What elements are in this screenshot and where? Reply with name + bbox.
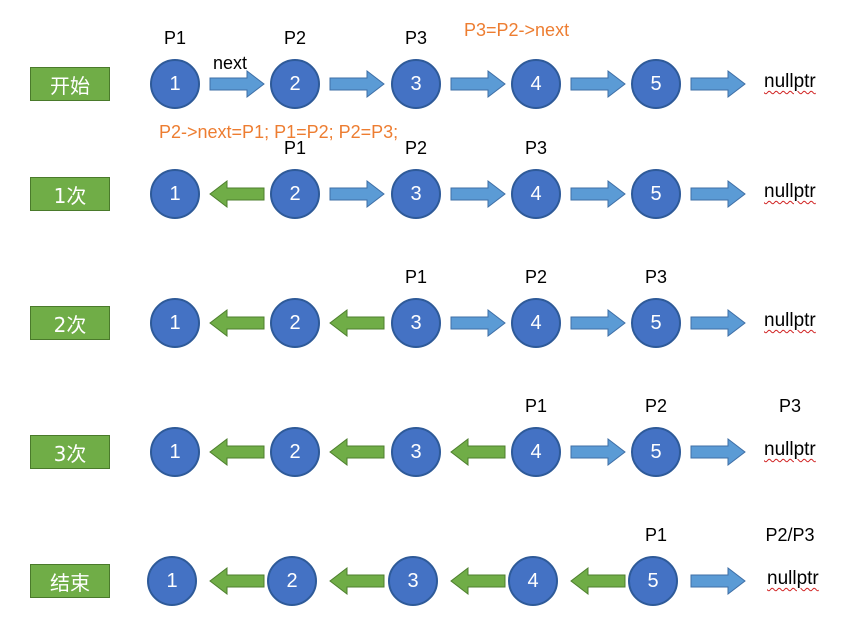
next-arrow-forward-icon [570, 70, 626, 98]
nullptr-label: nullptr [764, 439, 816, 460]
pointer-label-p3: P3 [644, 267, 668, 287]
next-arrow-forward-icon [570, 309, 626, 337]
list-node-1: 1 [150, 298, 200, 348]
pointer-label-p1: P1 [283, 138, 307, 158]
row-label-0: 开始 [30, 67, 110, 101]
next-arrow-forward-icon [690, 309, 746, 337]
next-arrow-forward-icon [329, 180, 385, 208]
pointer-label-p2: P2 [524, 267, 548, 287]
list-node-2: 2 [270, 59, 320, 109]
nullptr-label: nullptr [764, 310, 816, 331]
row-label-2: 2次 [30, 306, 110, 340]
pointer-label-p3: P3 [778, 396, 802, 416]
next-arrow-backward-icon [209, 309, 265, 337]
list-node-4: 4 [508, 556, 558, 606]
list-node-5: 5 [628, 556, 678, 606]
nullptr-label: nullptr [764, 181, 816, 202]
list-node-5: 5 [631, 59, 681, 109]
pointer-label-p3: P3 [524, 138, 548, 158]
note-p3-assign: P3=P2->next [464, 20, 570, 40]
nullptr-label: nullptr [767, 568, 819, 589]
list-node-1: 1 [150, 169, 200, 219]
next-arrow-forward-icon [570, 438, 626, 466]
next-arrow-backward-icon [329, 438, 385, 466]
list-node-4: 4 [511, 298, 561, 348]
list-node-4: 4 [511, 169, 561, 219]
next-arrow-forward-icon [690, 70, 746, 98]
next-arrow-forward-icon [690, 438, 746, 466]
pointer-label-p3: P3 [404, 28, 428, 48]
next-arrow-backward-icon [570, 567, 626, 595]
pointer-label-p1: P1 [404, 267, 428, 287]
note-step-ops: P2->next=P1; P1=P2; P2=P3; [159, 122, 399, 142]
list-node-3: 3 [391, 59, 441, 109]
list-node-2: 2 [267, 556, 317, 606]
next-arrow-forward-icon [450, 309, 506, 337]
list-node-5: 5 [631, 169, 681, 219]
list-node-5: 5 [631, 427, 681, 477]
next-arrow-forward-icon [570, 180, 626, 208]
next-label: next [213, 53, 248, 73]
pointer-label-p1: P1 [163, 28, 187, 48]
row-label-1: 1次 [30, 177, 110, 211]
nullptr-label: nullptr [764, 71, 816, 92]
pointer-label-p2: P2 [404, 138, 428, 158]
row-label-4: 结束 [30, 564, 110, 598]
next-arrow-backward-icon [209, 567, 265, 595]
list-node-3: 3 [391, 169, 441, 219]
list-node-3: 3 [391, 298, 441, 348]
list-node-2: 2 [270, 169, 320, 219]
pointer-label-p2: P2 [283, 28, 307, 48]
next-arrow-backward-icon [209, 438, 265, 466]
list-node-2: 2 [270, 427, 320, 477]
list-node-4: 4 [511, 59, 561, 109]
list-node-1: 1 [150, 427, 200, 477]
pointer-label-p2-p3: P2/P3 [765, 525, 815, 545]
next-arrow-forward-icon [690, 567, 746, 595]
list-node-3: 3 [391, 427, 441, 477]
list-node-1: 1 [150, 59, 200, 109]
list-node-4: 4 [511, 427, 561, 477]
next-arrow-backward-icon [209, 180, 265, 208]
next-arrow-backward-icon [329, 309, 385, 337]
list-node-1: 1 [147, 556, 197, 606]
next-arrow-backward-icon [450, 567, 506, 595]
next-arrow-backward-icon [329, 567, 385, 595]
next-arrow-backward-icon [450, 438, 506, 466]
list-node-2: 2 [270, 298, 320, 348]
pointer-label-p1: P1 [644, 525, 668, 545]
pointer-label-p2: P2 [644, 396, 668, 416]
list-node-5: 5 [631, 298, 681, 348]
row-label-3: 3次 [30, 435, 110, 469]
next-arrow-forward-icon [209, 70, 265, 98]
pointer-label-p1: P1 [524, 396, 548, 416]
list-node-3: 3 [388, 556, 438, 606]
next-arrow-forward-icon [450, 180, 506, 208]
next-arrow-forward-icon [690, 180, 746, 208]
next-arrow-forward-icon [329, 70, 385, 98]
next-arrow-forward-icon [450, 70, 506, 98]
